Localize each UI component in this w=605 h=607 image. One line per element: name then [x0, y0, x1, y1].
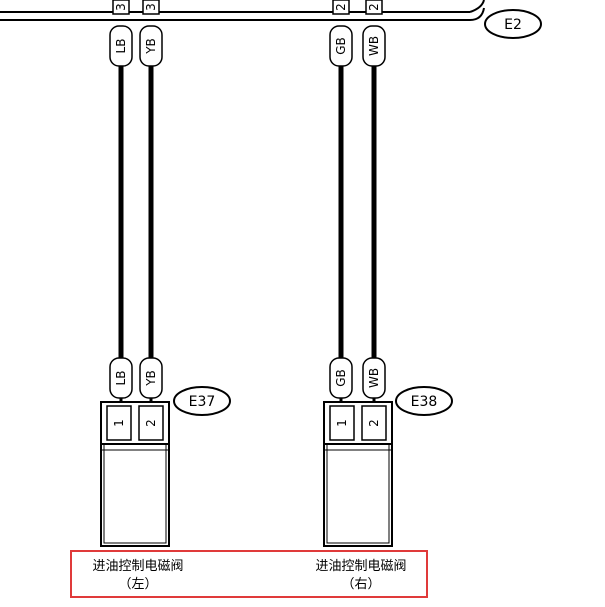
connector-id-e2: E2 [484, 9, 542, 39]
wire-tag-label: GB [334, 369, 348, 387]
connector-id-label: E37 [189, 394, 216, 410]
connector-id-e37: E37 [173, 386, 231, 416]
highlight-box [70, 550, 428, 598]
wire-tag: WB [362, 25, 386, 67]
pin-label: 2 [367, 419, 381, 427]
wire-tag-label: LB [114, 39, 128, 54]
pin-label: 1 [335, 419, 349, 427]
lower-wire-tags: LB YB GB WB [109, 357, 386, 399]
top-pin-stub: 2 [332, 0, 350, 15]
wire-tag-label: LB [114, 371, 128, 386]
wire-tag-label: WB [367, 36, 381, 56]
wire-tag: YB [139, 357, 163, 399]
wire-tag: WB [362, 357, 386, 399]
wire-tag-label: GB [334, 37, 348, 55]
top-pin-label: 2 [334, 3, 348, 11]
top-pin-stubs: 3 3 2 2 [112, 0, 383, 15]
component-side: （右） [341, 577, 381, 592]
component-caption-right: 进油控制电磁阀 （右） [301, 558, 421, 594]
component-name: 进油控制电磁阀 [92, 559, 184, 574]
top-pin-stub: 2 [365, 0, 383, 15]
harness-bus [0, 0, 485, 21]
pin-label: 1 [112, 419, 126, 427]
top-pin-label: 2 [367, 3, 381, 11]
top-pin-stub: 3 [112, 0, 130, 15]
wire-tag-label: YB [144, 370, 158, 387]
wire-tag: GB [329, 357, 353, 399]
top-pin-label: 3 [114, 3, 128, 11]
top-pin-label: 3 [144, 3, 158, 11]
wires [118, 64, 377, 362]
wire-tag: LB [109, 25, 133, 67]
component-body [323, 443, 393, 547]
connector-id-label: E38 [411, 394, 438, 410]
wire-tag: YB [139, 25, 163, 67]
wire-tag-label: WB [367, 368, 381, 388]
wire-tag: LB [109, 357, 133, 399]
connector-id-e38: E38 [395, 386, 453, 416]
wire-tag-label: YB [144, 38, 158, 55]
upper-wire-tags: LB YB GB WB [109, 25, 386, 67]
top-pin-stub: 3 [142, 0, 160, 15]
component-name: 进油控制电磁阀 [315, 559, 407, 574]
wire-tag: GB [329, 25, 353, 67]
component-caption-left: 进油控制电磁阀 （左） [78, 558, 198, 594]
component-side: （左） [118, 577, 158, 592]
component-left: 1 2 E37 [100, 386, 231, 547]
component-body [100, 443, 170, 547]
pin-label: 2 [144, 419, 158, 427]
component-right: 1 2 E38 [323, 386, 453, 547]
connector-id-label: E2 [504, 17, 522, 33]
